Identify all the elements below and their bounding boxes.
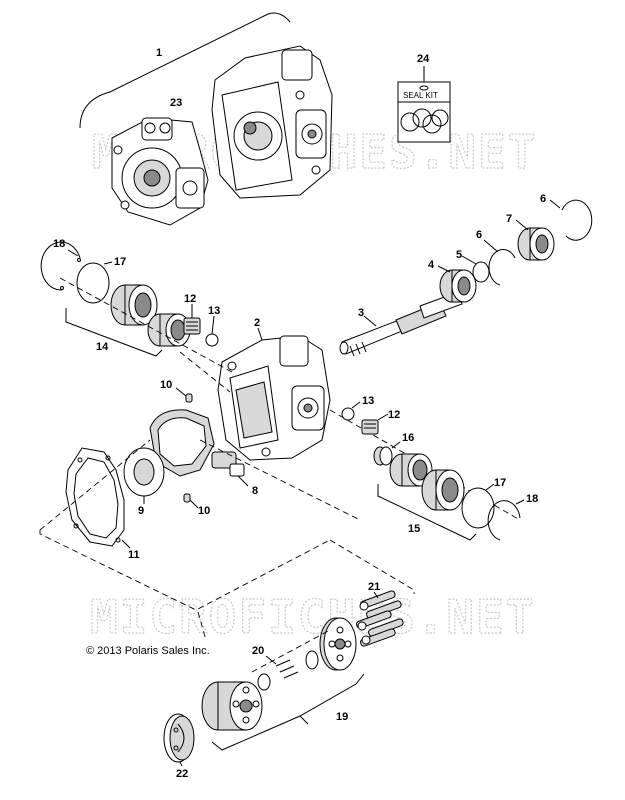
part-21-pistons [356, 590, 404, 647]
leader-18a [67, 249, 79, 257]
leader-3 [363, 315, 377, 327]
part-24-seal-kit: SEAL KIT [397, 81, 451, 143]
part-16-ring [373, 446, 393, 466]
part-22-valve-plate [163, 713, 195, 763]
leader-16 [391, 441, 401, 449]
leader-10a [175, 387, 187, 397]
part-5-ring [472, 261, 490, 283]
callout-8: 8 [252, 485, 258, 497]
callout-6-lower: 6 [476, 229, 482, 241]
callout-18-bottom: 18 [526, 493, 538, 505]
part-12-plug-left [183, 317, 201, 335]
callout-3: 3 [358, 307, 364, 319]
leader-6a [549, 199, 561, 209]
part-11-gasket [65, 447, 125, 547]
callout-21: 21 [368, 581, 380, 593]
callout-13-top: 13 [208, 305, 220, 317]
leader-20 [265, 655, 277, 665]
leader-2 [257, 327, 263, 341]
part-14-bearing-left [110, 284, 191, 347]
dashed-outline-rotating-group [197, 539, 415, 673]
leader-10b [189, 499, 199, 509]
axis-left-lower [179, 351, 231, 393]
bracket-19 [211, 673, 365, 751]
callout-14: 14 [96, 341, 109, 353]
callout-12-top: 12 [184, 293, 196, 305]
callout-11: 11 [128, 549, 140, 561]
callout-16: 16 [402, 432, 414, 444]
callout-15: 15 [408, 523, 420, 535]
part-18-snap-ring-right [487, 500, 521, 541]
part-2-center-housing [217, 335, 331, 461]
callout-18-top: 18 [53, 238, 65, 250]
part-13-o-ring-left [205, 333, 219, 347]
part-17-o-ring-right [461, 487, 495, 529]
callout-7: 7 [506, 213, 512, 225]
part-10-pin-upper [185, 393, 193, 403]
callout-6-upper: 6 [540, 193, 546, 205]
leader-18b [515, 499, 525, 505]
part-6-snap-ring-upper [561, 199, 593, 241]
callout-10-upper: 10 [160, 379, 172, 391]
callout-2: 2 [254, 317, 260, 329]
axis-left [59, 277, 233, 373]
part-3-shaft [339, 291, 463, 357]
part-18-snap-ring-left [40, 241, 81, 291]
bracket-15 [377, 484, 477, 541]
callout-1: 1 [156, 47, 162, 59]
leader-6b [483, 239, 499, 253]
leader-12b [377, 413, 389, 421]
callout-12-bottom: 12 [388, 409, 400, 421]
leader-13b [351, 401, 361, 409]
part-12-plug-right [361, 419, 379, 435]
callout-20: 20 [252, 645, 264, 657]
part-15-bearing-right [389, 453, 465, 511]
dashed-outline-gasket [39, 439, 361, 611]
callout-13-bottom: 13 [362, 395, 374, 407]
part-washer [257, 673, 271, 691]
part-8-swashplate [149, 409, 245, 477]
part-6-snap-ring-lower [488, 249, 516, 286]
leader-21 [373, 591, 379, 599]
callout-9: 9 [138, 505, 144, 517]
callout-24: 24 [417, 53, 430, 65]
part-20-pins [275, 659, 299, 679]
part-23-pump-body [111, 117, 209, 226]
leader-5 [461, 255, 477, 265]
leader-4 [437, 265, 451, 273]
part-9-thrust-plate [123, 447, 165, 497]
part-cylinder-block [201, 681, 263, 731]
callout-10-lower: 10 [198, 505, 210, 517]
callout-23: 23 [170, 97, 182, 109]
callout-22: 22 [176, 768, 188, 780]
part-17-o-ring-left [76, 262, 110, 304]
leader-17a [103, 261, 113, 265]
part-retainer-plate [319, 617, 357, 671]
leader-7 [515, 219, 529, 231]
bracket-1 [79, 12, 291, 129]
leader-8 [237, 475, 249, 487]
part-7-bearing [517, 227, 555, 261]
callout-19: 19 [336, 711, 348, 723]
part-10-pin-lower [183, 493, 191, 503]
part-13-o-ring-right [341, 407, 355, 421]
part-ring-small [305, 650, 319, 670]
seal-kit-label: SEAL KIT [403, 91, 438, 100]
leader-11 [121, 539, 131, 549]
callout-5: 5 [456, 249, 462, 261]
leader-22 [179, 761, 183, 767]
leader-13a [211, 315, 215, 335]
part-4-bearing [439, 269, 477, 303]
callout-17-bottom: 17 [494, 477, 506, 489]
bracket-14 [65, 308, 163, 357]
copyright-text: © 2013 Polaris Sales Inc. [86, 645, 210, 657]
callout-17-top: 17 [114, 256, 126, 268]
part-1-housing-assembly [211, 45, 333, 199]
watermark-bottom: MICROFICHES.NET [90, 590, 535, 644]
leader-17b [485, 483, 495, 491]
callout-4: 4 [428, 259, 435, 271]
